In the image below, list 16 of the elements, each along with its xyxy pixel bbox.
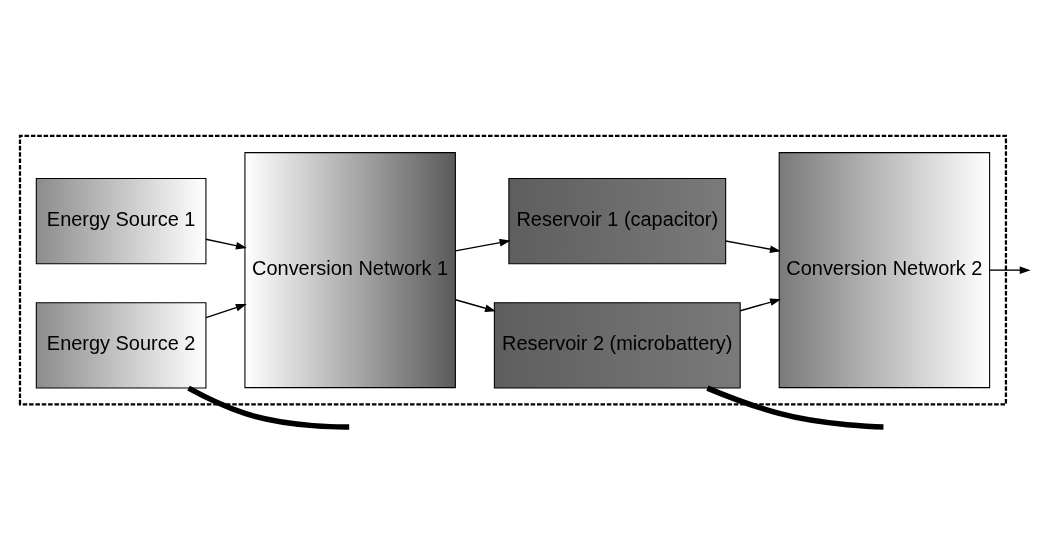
node-box: Reservoir 1 (capacitor) (508, 177, 727, 265)
arrow (205, 303, 247, 319)
arrow (739, 298, 781, 312)
node-box: Conversion Network 2 (778, 152, 991, 389)
arrow (454, 299, 496, 312)
node-box: Reservoir 2 (microbattery) (493, 302, 741, 389)
cluster (18, 134, 1008, 406)
arrow (205, 238, 247, 250)
arrow (989, 266, 1031, 274)
arrow (454, 238, 511, 252)
node-box: Energy Source 1 (35, 177, 207, 265)
node-box: Energy Source 2 (35, 302, 207, 389)
connector (187, 385, 350, 430)
node-box: Conversion Network 1 (244, 152, 456, 389)
arrow (725, 240, 781, 253)
connector (706, 385, 884, 430)
